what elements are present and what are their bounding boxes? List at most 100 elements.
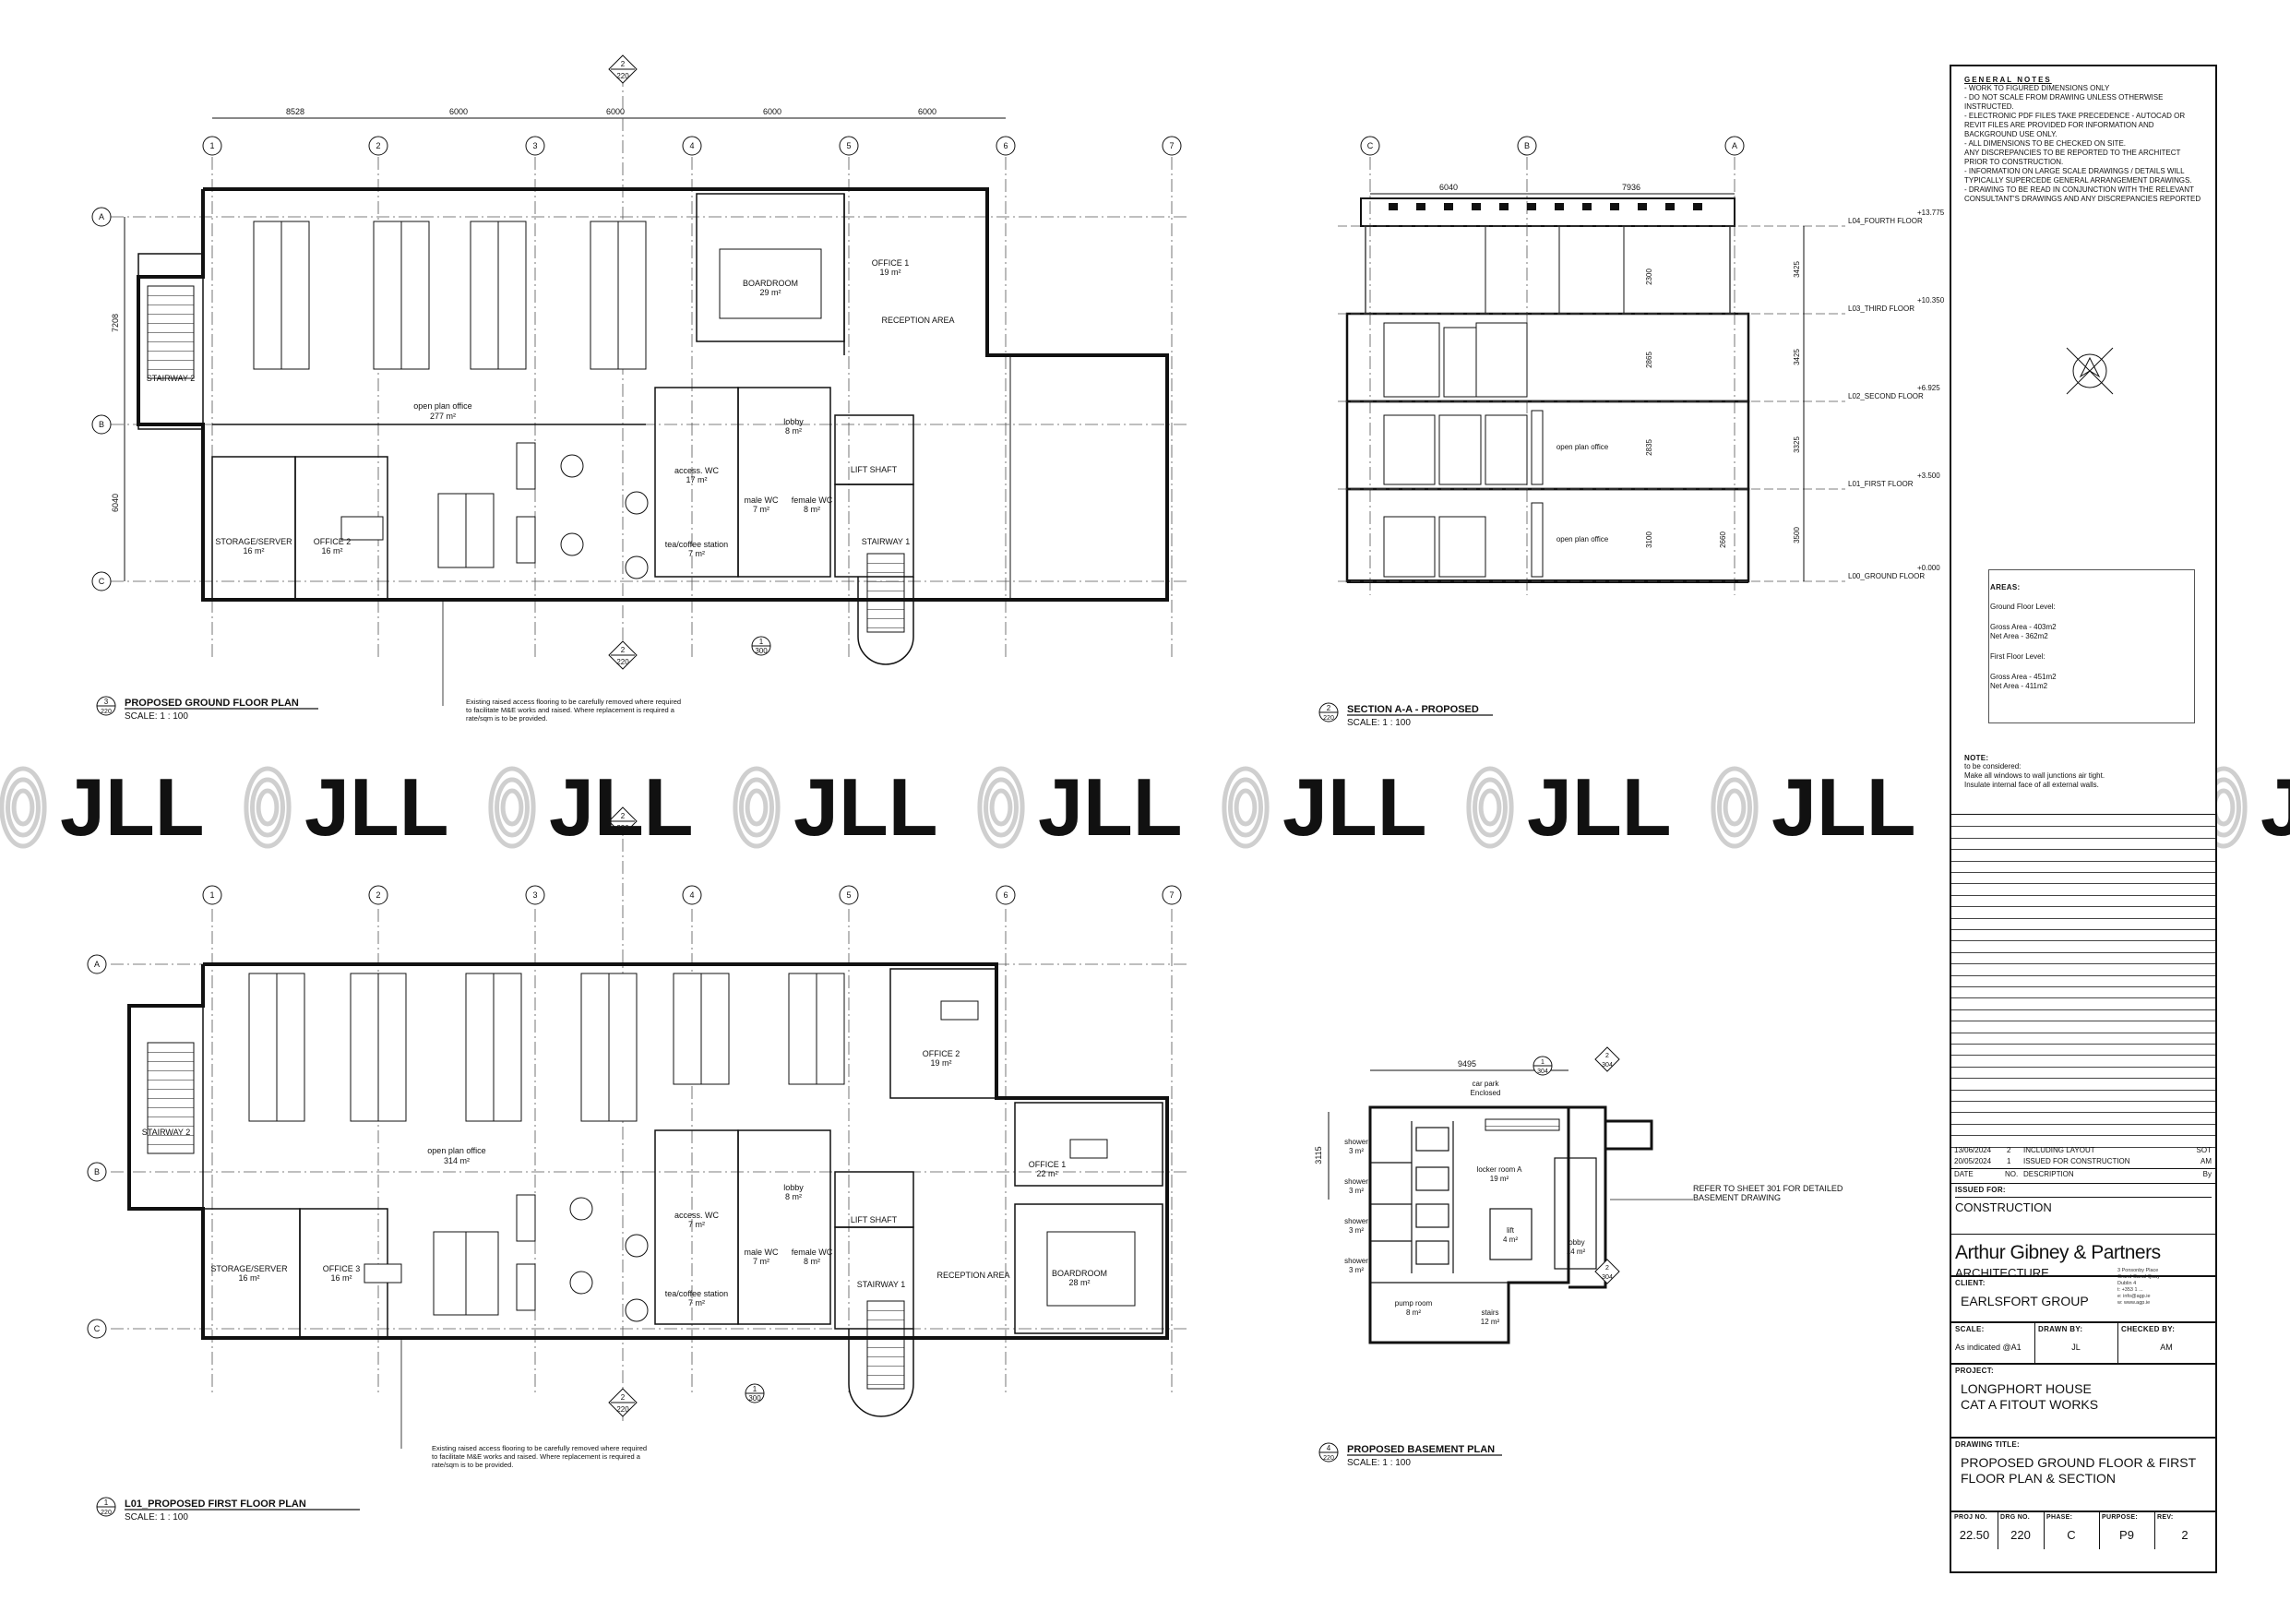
- svg-text:220: 220: [616, 1405, 629, 1414]
- svg-text:open plan office: open plan office: [1556, 443, 1609, 451]
- revision-rule: [1951, 917, 2215, 919]
- project-cell: PROJECT: LONGPHORT HOUSE CAT A FITOUT WO…: [1951, 1363, 2215, 1437]
- svg-text:8 m²: 8 m²: [804, 1257, 820, 1266]
- svg-text:OFFICE 1: OFFICE 1: [1029, 1160, 1067, 1169]
- rev-value: 2: [2181, 1528, 2189, 1542]
- note-line-3: Insulate internal face of all external w…: [1964, 781, 2099, 789]
- svg-text:8 m²: 8 m²: [785, 1192, 802, 1201]
- svg-text:BOARDROOM: BOARDROOM: [1052, 1269, 1107, 1278]
- svg-text:2300: 2300: [1645, 269, 1653, 285]
- basement-markers: 1 304 2 304 2 304: [1533, 1046, 1620, 1284]
- raised-floor-note: Existing raised access flooring to be ca…: [466, 698, 682, 722]
- svg-text:3 m²: 3 m²: [1349, 1187, 1364, 1195]
- svg-text:C: C: [1367, 141, 1374, 150]
- revision-rule: [1951, 1055, 2215, 1057]
- svg-text:220: 220: [616, 72, 629, 80]
- svg-text:6000: 6000: [918, 107, 936, 116]
- svg-text:SECTION A-A - PROPOSED: SECTION A-A - PROPOSED: [1347, 704, 1479, 715]
- svg-text:STAIRWAY 1: STAIRWAY 1: [857, 1280, 906, 1289]
- svg-text:2660: 2660: [1719, 531, 1727, 548]
- area-ground-gross: Gross Area - 403m2: [1990, 623, 2057, 631]
- general-notes-title: GENERAL NOTES: [1964, 76, 2052, 84]
- note-title: NOTE:: [1964, 754, 1989, 762]
- svg-text:3: 3: [104, 698, 109, 706]
- stair-treads: [147, 285, 195, 379]
- svg-text:3 m²: 3 m²: [1349, 1266, 1364, 1274]
- svg-text:+0.000: +0.000: [1917, 564, 1940, 572]
- area-ground-net: Net Area - 362m2: [1990, 632, 2048, 640]
- svg-text:lobby: lobby: [783, 1183, 804, 1192]
- revision-row: 20/05/2024 1 ISSUED FOR CONSTRUCTION AM: [1954, 1157, 2212, 1165]
- project-line-1: LONGPHORT HOUSE: [1961, 1381, 2092, 1396]
- revision-rule: [1951, 883, 2215, 885]
- note-line-2: Make all windows to wall junctions air t…: [1964, 771, 2105, 780]
- svg-text:16 m²: 16 m²: [243, 546, 264, 555]
- drawing-title-cell: DRAWING TITLE: PROPOSED GROUND FLOOR & F…: [1951, 1437, 2215, 1511]
- svg-text:7 m²: 7 m²: [688, 1220, 705, 1229]
- ground-plan-title: 3 220 PROPOSED GROUND FLOOR PLAN SCALE: …: [96, 696, 318, 722]
- drg-no-value: 220: [2010, 1528, 2031, 1542]
- drawing-title-line-1: PROPOSED GROUND FLOOR & FIRST: [1961, 1455, 2197, 1470]
- svg-text:220: 220: [1323, 1455, 1334, 1462]
- grid-bubbles: 1 2 3 4 5 6 7 A B C: [87, 885, 1182, 1339]
- svg-text:L04_FOURTH FLOOR: L04_FOURTH FLOOR: [1848, 217, 1923, 225]
- svg-text:3 m²: 3 m²: [1349, 1226, 1364, 1235]
- svg-text:open plan office: open plan office: [1556, 535, 1609, 543]
- area-ground-label: Ground Floor Level:: [1990, 603, 2056, 611]
- svg-text:3 m²: 3 m²: [1349, 1147, 1364, 1155]
- svg-text:access. WC: access. WC: [674, 466, 720, 475]
- svg-text:PROPOSED GROUND FLOOR PLAN: PROPOSED GROUND FLOOR PLAN: [125, 698, 299, 709]
- svg-text:lift: lift: [1507, 1226, 1515, 1235]
- svg-text:14 m²: 14 m²: [1567, 1248, 1586, 1256]
- revision-rule: [1951, 860, 2215, 862]
- svg-text:LIFT SHAFT: LIFT SHAFT: [851, 465, 898, 474]
- rev-date-header: DATE: [1954, 1170, 1974, 1178]
- desk-clusters: [253, 221, 822, 579]
- project-line-2: CAT A FITOUT WORKS: [1961, 1397, 2099, 1412]
- svg-text:C: C: [94, 1324, 101, 1333]
- svg-text:PROPOSED BASEMENT PLAN: PROPOSED BASEMENT PLAN: [1347, 1444, 1495, 1455]
- svg-text:access. WC: access. WC: [674, 1211, 720, 1220]
- svg-text:1: 1: [104, 1499, 109, 1507]
- svg-text:3425: 3425: [1793, 261, 1801, 278]
- general-note-2: - DO NOT SCALE FROM DRAWING UNLESS OTHER…: [1964, 93, 2164, 111]
- client-cell: CLIENT: EARLSFORT GROUP: [1951, 1275, 2215, 1321]
- revision-rule: [1951, 1101, 2215, 1102]
- revision-rule: [1951, 826, 2215, 828]
- proj-no-value: 22.50: [1959, 1528, 1990, 1542]
- general-notes: GENERAL NOTES - WORK TO FIGURED DIMENSIO…: [1964, 76, 2204, 204]
- area-first-gross: Gross Area - 451m2: [1990, 673, 2057, 681]
- svg-text:shower: shower: [1344, 1217, 1368, 1225]
- revision-rule: [1951, 837, 2215, 839]
- svg-text:1: 1: [753, 1385, 757, 1393]
- svg-text:220: 220: [616, 658, 629, 666]
- svg-text:tea/coffee station: tea/coffee station: [665, 540, 728, 549]
- storey-dims: 3425 3425 3325 3500: [1793, 261, 1801, 543]
- firm-name: Arthur Gibney & Partners: [1955, 1242, 2161, 1263]
- svg-text:3425: 3425: [1793, 349, 1801, 365]
- svg-text:1: 1: [759, 638, 764, 646]
- svg-text:7 m²: 7 m²: [688, 1298, 705, 1308]
- svg-text:LIFT SHAFT: LIFT SHAFT: [851, 1215, 898, 1224]
- section-grid-bubbles: C B A: [1360, 136, 1745, 156]
- room-labels: STAIRWAY 2 open plan office 314 m² OFFIC…: [142, 1049, 1107, 1308]
- svg-text:2: 2: [621, 60, 626, 68]
- svg-text:2: 2: [1327, 704, 1331, 712]
- general-note-7: - DRAWING TO BE READ IN CONJUNCTION WITH…: [1964, 185, 2201, 203]
- svg-text:3115: 3115: [1314, 1146, 1323, 1164]
- revision-rule: [1951, 940, 2215, 942]
- section-title: 2 220 SECTION A-A - PROPOSED SCALE: 1 : …: [1318, 702, 1493, 728]
- basement-title: 4 220 PROPOSED BASEMENT PLAN SCALE: 1 : …: [1318, 1442, 1502, 1468]
- svg-text:28 m²: 28 m²: [1068, 1278, 1090, 1287]
- svg-text:314 m²: 314 m²: [444, 1156, 470, 1165]
- svg-text:5: 5: [846, 890, 851, 900]
- svg-text:B: B: [94, 1167, 100, 1176]
- drawing-number-cell: PROJ NO. 22.50 DRG NO. 220 PHASE: C PURP…: [1951, 1511, 2215, 1571]
- drawn-value: JL: [2071, 1343, 2081, 1352]
- general-note-6: - INFORMATION ON LARGE SCALE DRAWINGS / …: [1964, 167, 2192, 185]
- svg-text:4: 4: [689, 141, 694, 150]
- svg-text:car park: car park: [1473, 1080, 1500, 1088]
- svg-text:OFFICE 1: OFFICE 1: [872, 258, 910, 268]
- svg-text:5: 5: [846, 141, 851, 150]
